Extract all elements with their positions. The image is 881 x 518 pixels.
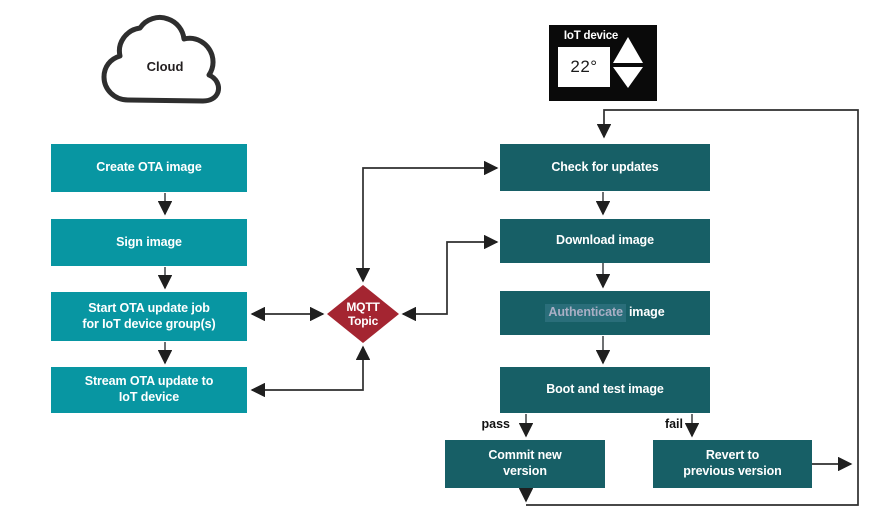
pass-label: pass xyxy=(481,417,511,431)
iot-device-icon: IoT device 22° xyxy=(549,25,657,101)
fail-label: fail xyxy=(664,417,683,431)
temp-up-icon xyxy=(613,37,643,63)
step-create-ota-image: Create OTA image xyxy=(51,144,247,192)
temperature-display: 22° xyxy=(558,47,610,87)
step-revert-to-previous-version: Revert to previous version xyxy=(653,440,812,488)
step-sign-image: Sign image xyxy=(51,219,247,266)
iot-device-label: IoT device xyxy=(563,30,619,42)
step-stream-ota-update: Stream OTA update to IoT device xyxy=(51,367,247,413)
step-boot-and-test-image: Boot and test image xyxy=(500,367,710,413)
connector-mqtt-download-image xyxy=(401,234,499,322)
connector-mqtt-stream-update xyxy=(250,345,371,398)
mqtt-topic-label: MQTT Topic xyxy=(346,299,380,328)
step-start-ota-update-job: Start OTA update job for IoT device grou… xyxy=(51,292,247,341)
connector-mqtt-check-for-updates xyxy=(355,160,499,283)
step-download-image: Download image xyxy=(500,219,710,263)
temp-down-icon xyxy=(613,67,643,88)
authenticate-highlight: Authenticate xyxy=(545,304,626,322)
cloud-label: Cloud xyxy=(146,59,184,74)
step-commit-new-version: Commit new version xyxy=(445,440,605,488)
step-check-for-updates: Check for updates xyxy=(500,144,710,191)
